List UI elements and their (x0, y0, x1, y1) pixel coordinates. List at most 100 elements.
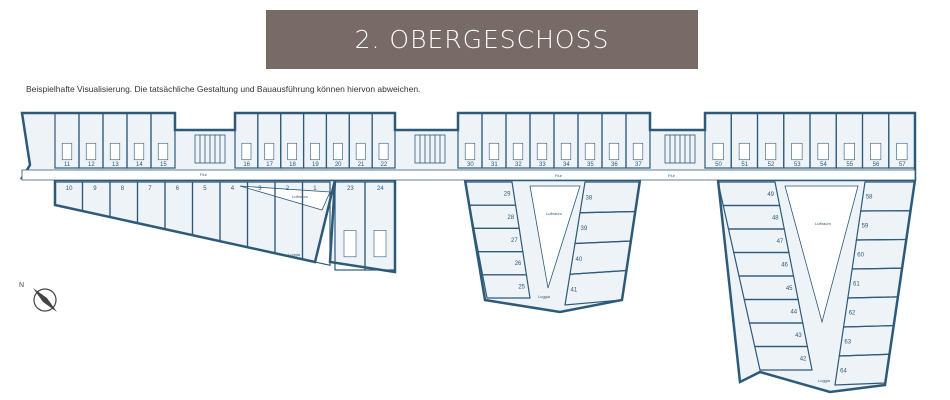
unit-number: 58 (866, 195, 873, 201)
unit-number: 8 (121, 186, 125, 192)
unit-number: 9 (93, 186, 97, 192)
bathroom (464, 142, 476, 161)
unit-number: 12 (88, 162, 95, 168)
apartment-unit[interactable]: 41 (564, 269, 628, 306)
compass: N (19, 282, 57, 312)
unit-number: 48 (772, 215, 779, 221)
unit-number: 60 (857, 253, 864, 259)
bathroom (61, 142, 73, 161)
unit-number: 13 (112, 162, 119, 168)
atrium-label-west: Luftraum (292, 194, 308, 199)
apartment-unit[interactable]: 64 (834, 353, 890, 386)
bathroom (738, 142, 750, 161)
loggia-label-west: Loggia (288, 252, 301, 257)
bathroom (157, 142, 169, 161)
bathroom (343, 230, 357, 258)
atrium-label-middle: Luftraum (546, 211, 562, 216)
unit-number: 40 (576, 257, 583, 263)
bathroom (332, 142, 343, 161)
unit-number: 50 (715, 162, 722, 168)
unit-number: 5 (203, 186, 207, 192)
bathroom (241, 142, 252, 161)
unit-number: 36 (611, 162, 618, 168)
unit-number: 30 (467, 162, 474, 168)
staircase-icon (194, 134, 226, 164)
unit-number: 41 (571, 288, 578, 294)
bathroom (712, 142, 724, 161)
apartment-unit[interactable]: 42 (754, 345, 813, 371)
atrium-east (784, 185, 859, 324)
unit-number: 39 (581, 226, 588, 232)
unit-number: 31 (491, 162, 498, 168)
unit-number: 25 (518, 284, 525, 290)
unit-number: 33 (539, 162, 546, 168)
bathroom (896, 142, 908, 161)
unit-number: 24 (377, 186, 384, 192)
unit-number: 35 (587, 162, 594, 168)
unit-number: 34 (563, 162, 570, 168)
unit-number: 11 (64, 162, 71, 168)
apartment-unit[interactable]: 24 (364, 181, 396, 271)
unit-number: 62 (849, 311, 856, 317)
unit-number: 3 (258, 186, 262, 192)
unit-outline (888, 112, 916, 169)
bathroom (85, 142, 97, 161)
unit-number: 18 (289, 162, 296, 168)
unit-number: 61 (853, 282, 860, 288)
bathroom (264, 142, 275, 161)
unit-number: 47 (777, 239, 784, 245)
unit-number: 27 (511, 238, 518, 244)
unit-number: 42 (800, 356, 807, 362)
unit-number: 14 (136, 162, 143, 168)
apartment-unit[interactable]: 1 (301, 181, 331, 267)
unit-number: 19 (312, 162, 319, 168)
apartment-unit[interactable]: 22 (371, 112, 396, 169)
unit-outline (625, 112, 651, 169)
unit-outline (364, 181, 396, 271)
bathroom (536, 142, 548, 161)
compass-needle-icon (33, 288, 57, 312)
unit-number: 15 (160, 162, 167, 168)
corridor (21, 169, 916, 181)
bathroom (378, 142, 389, 161)
bathroom (632, 142, 644, 161)
unit-number: 46 (781, 262, 788, 268)
bathroom (584, 142, 596, 161)
unit-number: 29 (504, 192, 511, 198)
unit-number: 54 (820, 162, 827, 168)
unit-number: 32 (515, 162, 522, 168)
unit-number: 51 (741, 162, 748, 168)
apartment-unit[interactable]: 37 (625, 112, 651, 169)
apartment-unit[interactable]: 25 (481, 274, 531, 299)
staircase-icon (414, 134, 446, 164)
unit-number: 57 (899, 162, 906, 168)
bathroom (109, 142, 121, 161)
unit-number: 64 (840, 369, 847, 375)
unit-number: 22 (381, 162, 388, 168)
atrium-west (239, 185, 331, 211)
loggia-label-east: Loggia (818, 378, 831, 383)
bathroom (310, 142, 320, 161)
bathroom (870, 142, 882, 161)
west-side-block (328, 178, 397, 274)
bathroom (765, 142, 777, 161)
title-banner: 2. OBERGESCHOSS (266, 10, 698, 69)
unit-outline (834, 353, 890, 386)
loggia-label-middle: Loggia (538, 294, 551, 299)
compass-ring (33, 288, 57, 312)
unit-outline (754, 345, 813, 371)
page-title: 2. OBERGESCHOSS (354, 25, 610, 54)
atrium-middle (529, 185, 581, 289)
bathroom (133, 142, 145, 161)
unit-number: 21 (358, 162, 365, 168)
apartment-unit[interactable]: 57 (888, 112, 916, 169)
bathroom (488, 142, 500, 161)
unit-number: 20 (335, 162, 342, 168)
apartment-unit[interactable]: 15 (150, 112, 176, 169)
corridor-label-east: Flur (668, 173, 676, 178)
unit-number: 23 (347, 186, 354, 192)
unit-number: 38 (586, 195, 593, 201)
bathroom (608, 142, 620, 161)
disclaimer-caption: Beispielhafte Visualisierung. Die tatsäc… (26, 84, 421, 94)
